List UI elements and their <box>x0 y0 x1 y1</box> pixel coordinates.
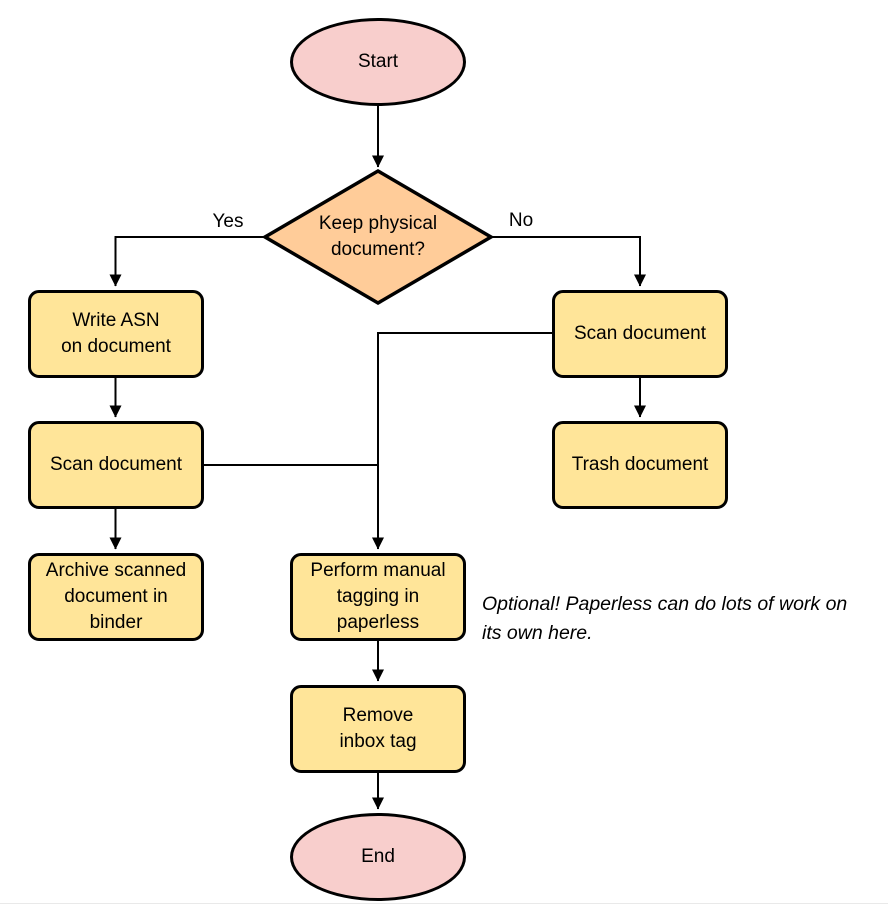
node-archive-label: Archive scanned document in binder <box>45 560 187 633</box>
node-remove-inbox-label: Remove inbox tag <box>339 705 417 752</box>
node-scan-left: Scan document <box>28 421 204 509</box>
annotation-optional-note: Optional! Paperless can do lots of work … <box>482 593 848 644</box>
node-write-asn-label: Write ASN on document <box>61 310 171 357</box>
node-scan-right: Scan document <box>552 290 728 378</box>
node-tagging: Perform manual tagging in paperless <box>290 553 466 641</box>
node-tagging-label: Perform manual tagging in paperless <box>310 560 446 633</box>
edge-label-no: No <box>506 210 536 232</box>
node-start-label: Start <box>357 51 399 72</box>
edge-decision-scan-right <box>491 236 646 287</box>
node-decision-label: Keep physical document? <box>318 213 438 260</box>
node-end: End <box>290 813 466 901</box>
node-decision-shape <box>261 168 495 306</box>
node-trash-label: Trash document <box>571 454 709 475</box>
node-scan-left-label: Scan document <box>49 454 183 475</box>
edge-scan-right-tagging <box>372 332 552 550</box>
node-remove-inbox: Remove inbox tag <box>290 685 466 773</box>
node-trash: Trash document <box>552 421 728 509</box>
edge-label-yes: Yes <box>210 211 246 233</box>
node-start: Start <box>290 18 466 106</box>
node-write-asn: Write ASN on document <box>28 290 204 378</box>
edge-decision-write-asn <box>109 236 265 287</box>
bottom-hairline <box>0 903 888 904</box>
node-end-label: End <box>361 846 395 867</box>
node-scan-right-label: Scan document <box>573 323 707 344</box>
node-archive: Archive scanned document in binder <box>28 553 204 641</box>
